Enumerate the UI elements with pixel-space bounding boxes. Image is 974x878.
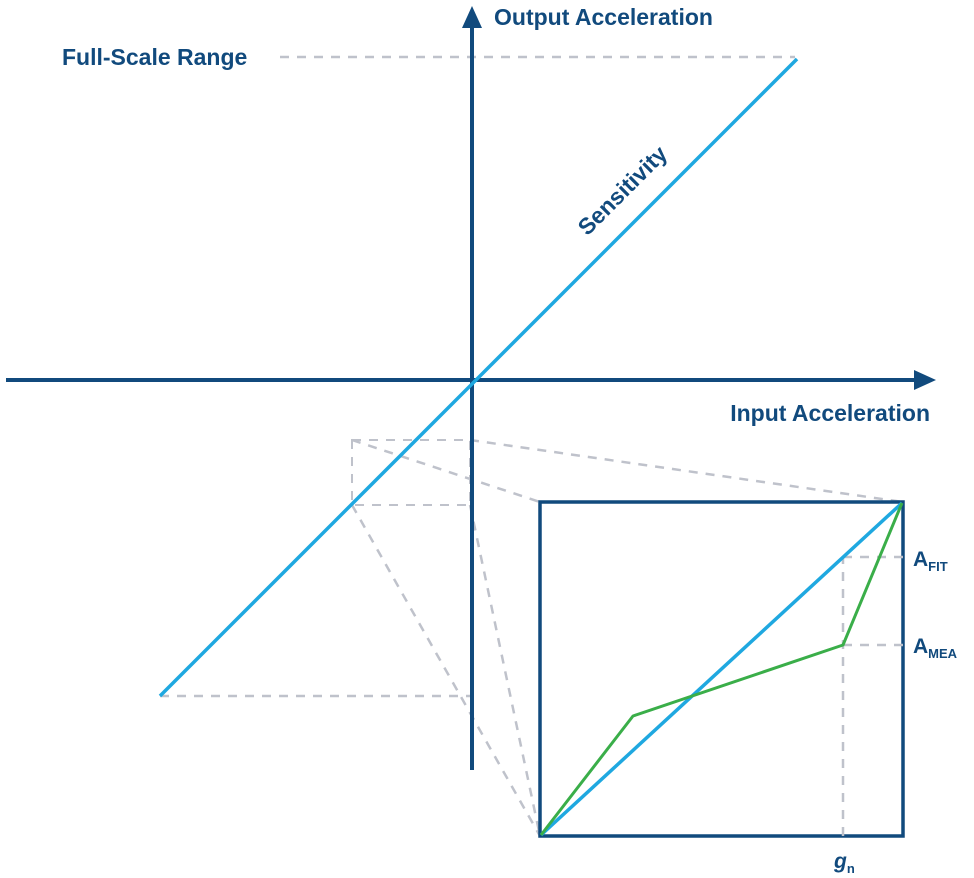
gn-label-sub: n bbox=[847, 861, 855, 876]
gn-label: gn bbox=[833, 850, 855, 876]
zoom-source-region bbox=[351, 439, 471, 506]
amea-label-base: A bbox=[913, 635, 928, 658]
inset-sensitivity-line bbox=[539, 501, 904, 837]
sensitivity-line bbox=[158, 57, 799, 698]
amea-label: AMEA bbox=[913, 635, 958, 661]
zoom-connector-top-right bbox=[469, 438, 904, 504]
afit-label-sub: FIT bbox=[928, 559, 948, 574]
amea-label-sub: MEA bbox=[928, 646, 958, 661]
afit-label: AFIT bbox=[913, 548, 948, 574]
full-scale-range-label: Full-Scale Range bbox=[62, 44, 247, 70]
input-acceleration-label: Input Acceleration bbox=[730, 400, 930, 426]
sensitivity-label: Sensitivity bbox=[572, 140, 672, 240]
zoom-connector-top-left bbox=[351, 438, 541, 504]
afit-label-base: A bbox=[913, 548, 928, 571]
inset-measured-line bbox=[539, 502, 904, 836]
x-axis-arrow bbox=[914, 370, 936, 390]
zoom-connector-bottom-left bbox=[350, 504, 542, 837]
zoom-connector-bottom-right bbox=[468, 504, 542, 837]
y-axis-arrow bbox=[462, 6, 482, 28]
gn-label-base: g bbox=[833, 850, 847, 873]
output-acceleration-label: Output Acceleration bbox=[494, 4, 713, 30]
